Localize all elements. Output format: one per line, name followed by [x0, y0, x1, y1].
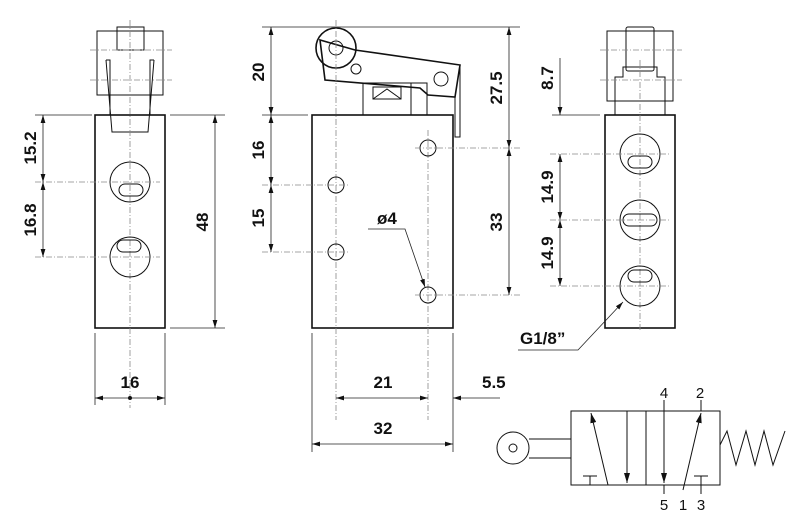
dim-5-5: 5.5 [482, 373, 506, 392]
roller-lever [319, 38, 461, 98]
roller-actuator-icon [496, 431, 530, 465]
dim-20: 20 [249, 63, 268, 82]
thread-label: G1/8” [520, 329, 565, 348]
dim-48: 48 [193, 213, 212, 232]
dim-8-7: 8.7 [538, 66, 557, 90]
port-label-5: 5 [660, 497, 668, 514]
dim-33: 33 [487, 213, 506, 232]
front-view: 20 16 15 27.5 33 ø4 21 5.5 32 [249, 20, 520, 452]
hole-diameter-label: ø4 [377, 209, 397, 228]
left-roller [116, 26, 145, 51]
dim-21: 21 [374, 373, 393, 392]
dim-15-2: 15.2 [21, 131, 40, 164]
spring-icon [719, 429, 786, 467]
port-label-1: 1 [679, 497, 687, 514]
dim-16: 16 [249, 141, 268, 160]
dim-27-5: 27.5 [487, 71, 506, 104]
dim-16-width: 16 [121, 373, 140, 392]
valve-symbol: 4 2 5 1 3 [496, 385, 786, 514]
left-side-view: 15.2 16.8 48 16 [21, 20, 225, 408]
port-label-3: 3 [697, 497, 705, 514]
dim-16-8: 16.8 [21, 203, 40, 236]
dim-15: 15 [249, 209, 268, 228]
port-label-4: 4 [660, 385, 668, 402]
dim-14-9-upper: 14.9 [538, 170, 557, 203]
left-roller-housing [96, 30, 164, 96]
port-label-2: 2 [696, 385, 704, 402]
dim-14-9-lower: 14.9 [538, 236, 557, 269]
dim-32: 32 [374, 419, 393, 438]
right-side-view: 8.7 14.9 14.9 G1/8” [518, 26, 682, 351]
